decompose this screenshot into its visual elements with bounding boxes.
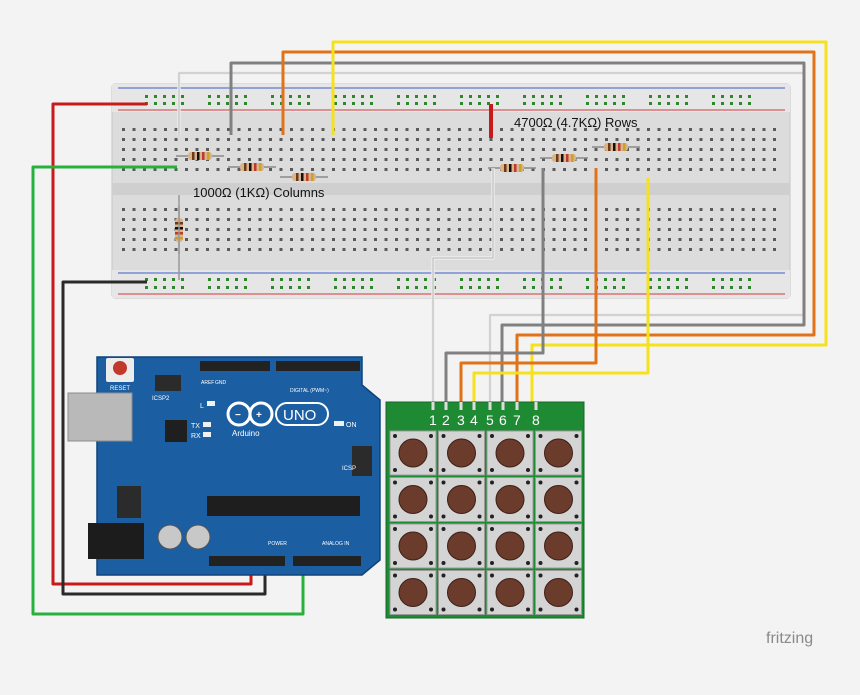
uno-model-text: UNO [283,407,316,424]
keypad-key[interactable] [438,430,485,476]
keypad-key[interactable] [486,477,534,522]
arduino-logo-right [248,401,274,427]
uno-badge [275,402,329,426]
keypad-key[interactable] [438,477,485,522]
svg-text:+: + [256,410,262,421]
arduino-brand-text: Arduino [232,429,260,438]
tx-led [203,422,211,427]
rx-led [203,432,211,437]
capacitor-right [185,524,211,550]
gray-wire-row2 [444,168,545,410]
yellow-wire-row4 [472,178,650,410]
analog-label: ANALOG IN [322,541,350,547]
keypad-key[interactable] [486,523,534,569]
arduino-uno-board: RESET ICSP2 DIGITAL (PWM~) AREF GND L TX… [67,356,381,576]
icsp2-label: ICSP2 [152,396,170,402]
breadboard-rail-holes [145,95,751,289]
keypad-key[interactable] [389,477,437,522]
orange-wire-col3 [281,50,816,410]
keypad-pin-7: 7 [513,412,521,428]
keypad-pin-5: 5 [486,412,494,428]
rx-label: RX [191,433,201,440]
l-led [207,401,215,406]
keypad-key[interactable] [486,570,534,615]
white-wire-row1-outline [432,168,494,410]
capacitor-left [157,524,183,550]
power-label: POWER [268,541,287,547]
svg-text:−: − [235,410,241,421]
microcontroller-chip [207,496,360,516]
power-header [209,556,285,566]
keypad-pin-2: 2 [442,412,450,428]
resistor [176,152,224,160]
red-wire [51,102,253,586]
keypad-key[interactable] [535,430,582,476]
usb-connector [67,392,133,442]
keypad-key[interactable] [535,477,582,522]
keypad-key[interactable] [389,523,437,569]
orange-wire-row3 [459,168,598,410]
on-label: ON [346,422,357,429]
l-led-label: L [200,403,204,410]
fritzing-watermark: fritzing [766,630,813,647]
keypad-pin-8: 8 [532,412,540,428]
breadboard [111,83,791,299]
keypad-pin-6: 6 [499,412,507,428]
keypad-key[interactable] [389,430,437,476]
keypad-key[interactable] [438,570,485,615]
keypad-key[interactable] [535,570,582,615]
gnd-label: GND [215,380,227,386]
reset-label: RESET [110,386,130,392]
reset-button[interactable] [113,361,127,375]
analog-header [293,556,361,566]
icsp-label: ICSP [342,466,356,472]
breadboard-holes [122,128,776,251]
black-wire [61,280,267,596]
yellow-wire-col4 [331,40,828,410]
keypad-keys [389,430,582,615]
resistor [592,143,640,151]
wires [31,40,828,616]
resistor [540,154,588,162]
keypad-pin-1: 1 [429,412,437,428]
keypad-key[interactable] [438,523,485,569]
digital-header-left [200,361,270,371]
tx-label: TX [191,423,200,430]
green-wire [31,165,305,616]
resistor [280,173,328,181]
keypad-key[interactable] [535,523,582,569]
rows-resistor-label: 4700Ω (4.7KΩ) Rows [514,115,638,130]
digital-header-right [276,361,360,371]
voltage-regulator [117,486,141,518]
keypad-key[interactable] [486,430,534,476]
usb-chip [165,420,187,442]
resistor [488,164,536,172]
power-jack [88,523,144,559]
icsp2-header [155,375,181,391]
columns-resistor-label: 1000Ω (1KΩ) Columns [193,185,325,200]
keypad-pin-4: 4 [470,412,478,428]
on-led [334,421,344,426]
resistor [228,163,276,171]
gray-wire-col2 [229,61,806,410]
aref-label: AREF [201,380,214,386]
keypad-key[interactable] [389,570,437,615]
icsp-header [352,446,372,476]
keypad-pin-3: 3 [457,412,465,428]
digital-label: DIGITAL (PWM~) [290,388,329,394]
